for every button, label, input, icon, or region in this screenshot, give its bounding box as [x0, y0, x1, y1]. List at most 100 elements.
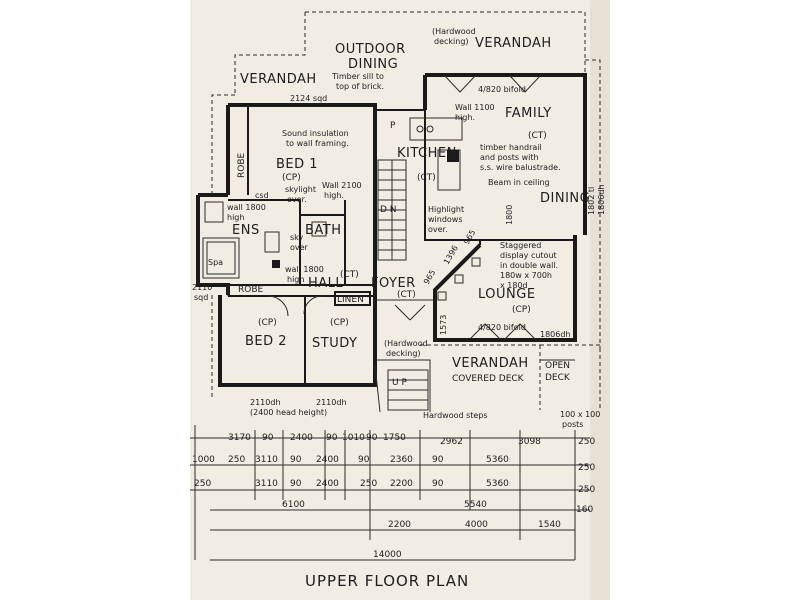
note-hardwood-top: (Hardwood	[432, 27, 476, 36]
dim-value: 2200	[390, 479, 413, 489]
display-cutout	[437, 257, 481, 301]
dim-value: 250	[578, 485, 595, 495]
note-highlight: Highlight	[428, 205, 464, 214]
note-staggered: Staggered	[500, 241, 541, 250]
dim-value: 5540	[464, 500, 487, 510]
note-hardwood-top-2: decking)	[434, 37, 469, 46]
note-side-1802: 1802 tl	[587, 187, 596, 215]
label-dining-outdoor: DINING	[348, 57, 398, 72]
note-sky-over-2: over	[290, 243, 309, 252]
note-wall-2100: Wall 2100	[322, 181, 362, 190]
note-dim-1396: 1396	[442, 244, 460, 266]
dim-value: 90	[290, 479, 302, 489]
label-bed2: BED 2	[245, 334, 287, 349]
label-bed2-code: (CP)	[258, 318, 277, 328]
note-timber-handrail-3: s.s. wire balustrade.	[480, 163, 561, 172]
note-csd: csd	[255, 191, 269, 200]
dim-value: 3110	[255, 455, 278, 465]
dim-value: 90	[366, 433, 378, 443]
note-sound-insulation-2: to wall framing.	[286, 139, 349, 148]
dimension-row-6: 14000	[373, 550, 402, 560]
dim-value: 2400	[316, 479, 339, 489]
note-dim-1800: 1800	[505, 205, 514, 225]
note-dim-1573: 1573	[439, 315, 448, 335]
note-bifold-top: 4/820 bifold	[478, 85, 526, 94]
note-staggered-5: x 180d	[500, 281, 528, 290]
interior-walls	[227, 105, 575, 385]
dimension-row-1: 3170 90 2400 90 1010 90 1750 2962 3098 2…	[228, 433, 595, 447]
dim-value: 2200	[388, 520, 411, 530]
note-sky-over: sky	[290, 233, 304, 242]
dim-value: 90	[432, 479, 444, 489]
note-posts: 100 x 100	[560, 410, 600, 419]
note-left-sqd: sqd	[194, 293, 208, 302]
dim-value: 1540	[538, 520, 561, 530]
label-verandah-top: VERANDAH	[475, 36, 552, 51]
dim-value: 1750	[383, 433, 406, 443]
note-size-2124: 2124 sqd	[290, 94, 327, 103]
dim-value: 3170	[228, 433, 251, 443]
staircase	[377, 159, 429, 411]
kitchen-bench	[409, 117, 463, 191]
exterior-walls	[196, 73, 587, 387]
note-highlight-2: windows	[428, 215, 463, 224]
note-posts-2: posts	[562, 420, 583, 429]
note-sound-insulation: Sound insulation	[282, 129, 349, 138]
label-bath: BATH	[305, 223, 342, 238]
note-staggered-3: in double wall.	[500, 261, 558, 270]
note-wall-2100-2: high.	[324, 191, 344, 200]
dim-value: 2962	[440, 437, 463, 447]
note-dim-965b: 965	[462, 228, 477, 246]
label-family: FAMILY	[505, 106, 552, 121]
verandah-outlines	[211, 11, 601, 410]
bathroom-fixtures	[202, 201, 327, 279]
label-foyer: FOYER	[371, 276, 416, 291]
note-staggered-2: display cutout	[500, 251, 557, 260]
label-pantry: P	[390, 121, 396, 131]
dim-value: 90	[432, 455, 444, 465]
label-kitchen-code: (CT)	[417, 173, 436, 183]
dim-value: 250	[228, 455, 245, 465]
label-hall-code: (CT)	[340, 270, 359, 280]
plan-title: UPPER FLOOR PLAN	[305, 572, 469, 590]
note-head-height: (2400 head height)	[250, 408, 327, 417]
note-wall-1800-a2: high	[227, 213, 244, 222]
label-bed1: BED 1	[276, 157, 318, 172]
label-deck: DECK	[545, 373, 571, 383]
dim-value: 250	[360, 479, 377, 489]
dim-value: 2360	[390, 455, 413, 465]
label-family-code: (CT)	[528, 131, 547, 141]
note-side-1806: 1806dh	[597, 184, 606, 215]
label-covered-deck: COVERED DECK	[452, 374, 525, 384]
label-ens: ENS	[232, 223, 260, 238]
note-left-2110: 2110	[192, 283, 212, 292]
note-wall-1800-b2: high	[287, 275, 304, 284]
note-timber-handrail-2: and posts with	[480, 153, 539, 162]
label-bed1-code: (CP)	[282, 173, 301, 183]
dim-value: 90	[262, 433, 274, 443]
dim-value: 1000	[192, 455, 215, 465]
label-kitchen: KITCHEN	[397, 146, 457, 161]
dim-value: 2400	[316, 455, 339, 465]
annotations: (Hardwood decking) Timber sill to top of…	[192, 27, 606, 429]
dim-value: 90	[358, 455, 370, 465]
dim-value: 5360	[486, 479, 509, 489]
note-window-2110-a: 2110dh	[250, 398, 281, 407]
label-stairs-down: D N	[380, 205, 397, 215]
dim-value: 3098	[518, 437, 541, 447]
label-lounge-code: (CP)	[512, 305, 531, 315]
label-outdoor: OUTDOOR	[335, 42, 406, 57]
label-open: OPEN	[545, 361, 570, 371]
dim-value: 2400	[290, 433, 313, 443]
label-spa: Spa	[208, 258, 223, 267]
label-study: STUDY	[312, 336, 357, 351]
note-hardwood-mid-2: decking)	[386, 349, 421, 358]
note-wall-1100-2: high.	[455, 113, 475, 122]
note-wall-1800-a: wall 1800	[227, 203, 266, 212]
note-beam: Beam in ceiling	[488, 178, 550, 187]
note-timber-sill: Timber sill to	[331, 72, 384, 81]
note-skylight: skylight	[285, 185, 316, 194]
dim-value: 250	[194, 479, 211, 489]
note-window-2110-b: 2110dh	[316, 398, 347, 407]
